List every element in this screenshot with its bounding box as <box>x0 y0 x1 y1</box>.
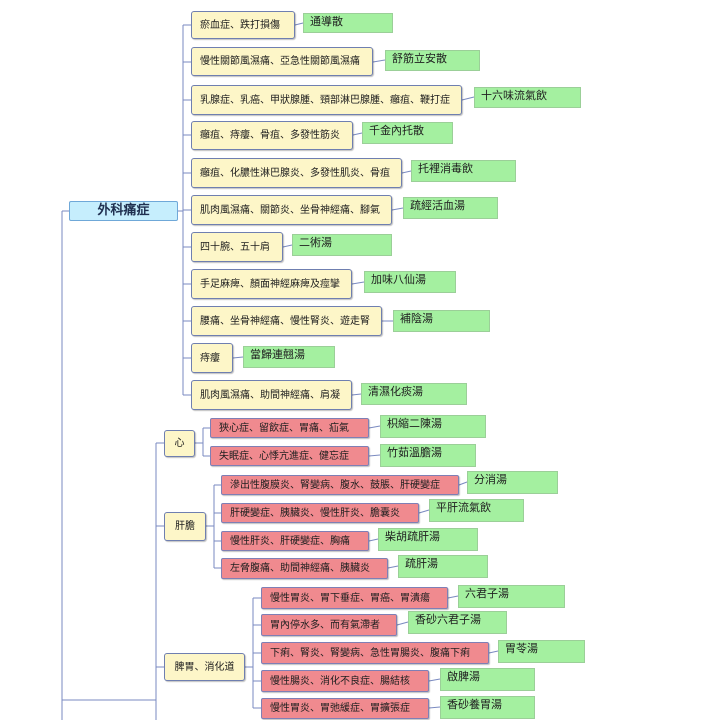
formula-node[interactable]: 當歸連翹湯 <box>243 346 335 368</box>
condition-node[interactable]: 胃內停水多、而有氣滯者 <box>261 614 397 636</box>
connector-line <box>418 509 430 514</box>
condition-node[interactable]: 癰疽、化膿性淋巴腺炎、多發性肌炎、骨疽 <box>191 158 402 188</box>
formula-node[interactable]: 香砂六君子湯 <box>408 611 507 634</box>
condition-node[interactable]: 左脅腹痛、助間神經痛、胰臟炎 <box>221 558 388 579</box>
category-heart[interactable]: 心 <box>164 430 195 457</box>
connector-line <box>372 59 386 63</box>
condition-node[interactable]: 乳腺症、乳癌、甲狀腺腫、頸部淋巴腺腫、癰疽、鞭打症 <box>191 85 462 115</box>
condition-node[interactable]: 慢性關節風濕痛、亞急性關節風濕痛 <box>191 47 373 76</box>
formula-node[interactable]: 通導散 <box>303 13 393 33</box>
formula-node[interactable]: 托裡消毒飲 <box>411 160 516 182</box>
connector-line <box>458 481 468 486</box>
condition-node[interactable]: 狹心症、留飲症、胃痛、疝氣 <box>210 418 369 438</box>
condition-node[interactable]: 慢性胃炎、胃弛緩症、胃擴張症 <box>261 698 429 719</box>
category-spleen-stomach[interactable]: 脾胃、消化道 <box>164 653 245 681</box>
formula-node[interactable]: 補陰湯 <box>393 310 490 332</box>
formula-node[interactable]: 千金內托散 <box>362 122 453 144</box>
condition-node[interactable]: 腰痛、坐骨神經痛、慢性腎炎、遊走腎 <box>191 306 382 336</box>
connector-line <box>401 170 412 174</box>
connector-line <box>282 244 293 248</box>
formula-node[interactable]: 疏經活血湯 <box>403 197 498 219</box>
formula-node[interactable]: 分消湯 <box>467 471 558 494</box>
formula-node[interactable]: 疏肝湯 <box>398 555 488 578</box>
condition-node[interactable]: 癰疽、痔瘻、骨疽、多發性筋炎 <box>191 121 353 150</box>
connector-line <box>447 595 459 599</box>
condition-node[interactable]: 四十腕、五十肩 <box>191 232 283 262</box>
condition-node[interactable]: 手足麻痺、顏面神經麻痺及痙攣 <box>191 269 352 299</box>
connector-line <box>368 538 379 542</box>
connector-line <box>391 207 404 211</box>
formula-node[interactable]: 加味八仙湯 <box>364 271 456 293</box>
category-liver-gallbladder[interactable]: 肝膽 <box>164 512 206 541</box>
formula-node[interactable]: 平肝流氣飲 <box>429 499 524 522</box>
formula-node[interactable]: 啟脾湯 <box>440 668 535 691</box>
connector-line <box>232 356 244 359</box>
condition-node[interactable]: 痔瘻 <box>191 343 233 373</box>
formula-node[interactable]: 胃苓湯 <box>498 640 585 663</box>
formula-node[interactable]: 清濕化痰湯 <box>361 383 467 405</box>
connector-line <box>368 454 381 457</box>
formula-node[interactable]: 二術湯 <box>292 234 392 256</box>
condition-node[interactable]: 肝硬變症、胰臟炎、慢性肝炎、膽囊炎 <box>221 503 419 523</box>
condition-node[interactable]: 肌肉風濕痛、關節炎、坐骨神經痛、腳氣 <box>191 195 392 225</box>
connector-line <box>294 22 304 26</box>
formula-node[interactable]: 舒筋立安散 <box>385 50 480 71</box>
condition-node[interactable]: 慢性腸炎、消化不良症、腸結核 <box>261 670 429 692</box>
formula-node[interactable]: 六君子湯 <box>458 585 565 608</box>
connector-line <box>428 678 441 682</box>
condition-node[interactable]: 慢性肝炎、肝硬變症、胸痛 <box>221 531 369 551</box>
connector-line <box>351 281 365 285</box>
formula-node[interactable]: 十六味流氣飲 <box>474 87 581 108</box>
connector-line <box>352 132 363 136</box>
connector-line <box>387 565 399 569</box>
condition-node[interactable]: 慢性胃炎、胃下垂症、胃癌、胃潰瘍 <box>261 587 448 609</box>
connector-line <box>368 425 381 429</box>
formula-node[interactable]: 柴胡疏肝湯 <box>378 528 478 551</box>
connector-line <box>461 96 475 101</box>
connector-line <box>351 393 362 396</box>
condition-node[interactable]: 下痢、腎炎、腎變病、急性胃腸炎、腹痛下痢 <box>261 642 489 664</box>
condition-node[interactable]: 肌肉風濕痛、助間神經痛、肩凝 <box>191 380 352 410</box>
condition-node[interactable]: 瘀血症、跌打損傷 <box>191 11 295 39</box>
condition-node[interactable]: 滲出性腹膜炎、腎變病、腹水、鼓脹、肝硬變症 <box>221 475 459 495</box>
connector-line <box>428 706 441 709</box>
root-node[interactable]: 外科痛症 <box>69 201 178 221</box>
connector-line <box>396 621 409 626</box>
formula-node[interactable]: 枳縮二陳湯 <box>380 415 486 438</box>
connector-line <box>488 650 499 654</box>
formula-node[interactable]: 竹茹溫膽湯 <box>380 444 476 467</box>
condition-node[interactable]: 失眠症、心悸亢進症、健忘症 <box>210 446 369 466</box>
formula-node[interactable]: 香砂養胃湯 <box>440 696 535 719</box>
